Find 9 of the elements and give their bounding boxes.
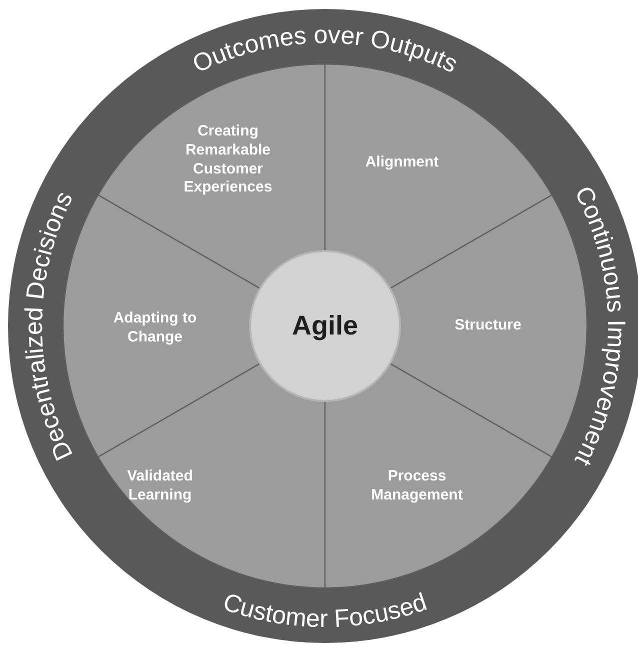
sector-label: Validated Learning (126, 467, 194, 505)
sector-label: Adapting to Change (112, 309, 198, 347)
ring-label: Customer Focused (220, 588, 430, 634)
sector-label: Alignment (364, 154, 440, 172)
center-label: Agile (292, 310, 358, 342)
ring-label: Outcomes over Outputs (188, 20, 462, 79)
sector-label: Creating Remarkable Customer Experiences (182, 122, 274, 198)
sector-label: Structure (454, 316, 522, 336)
sector-label: Process Management (370, 467, 464, 505)
